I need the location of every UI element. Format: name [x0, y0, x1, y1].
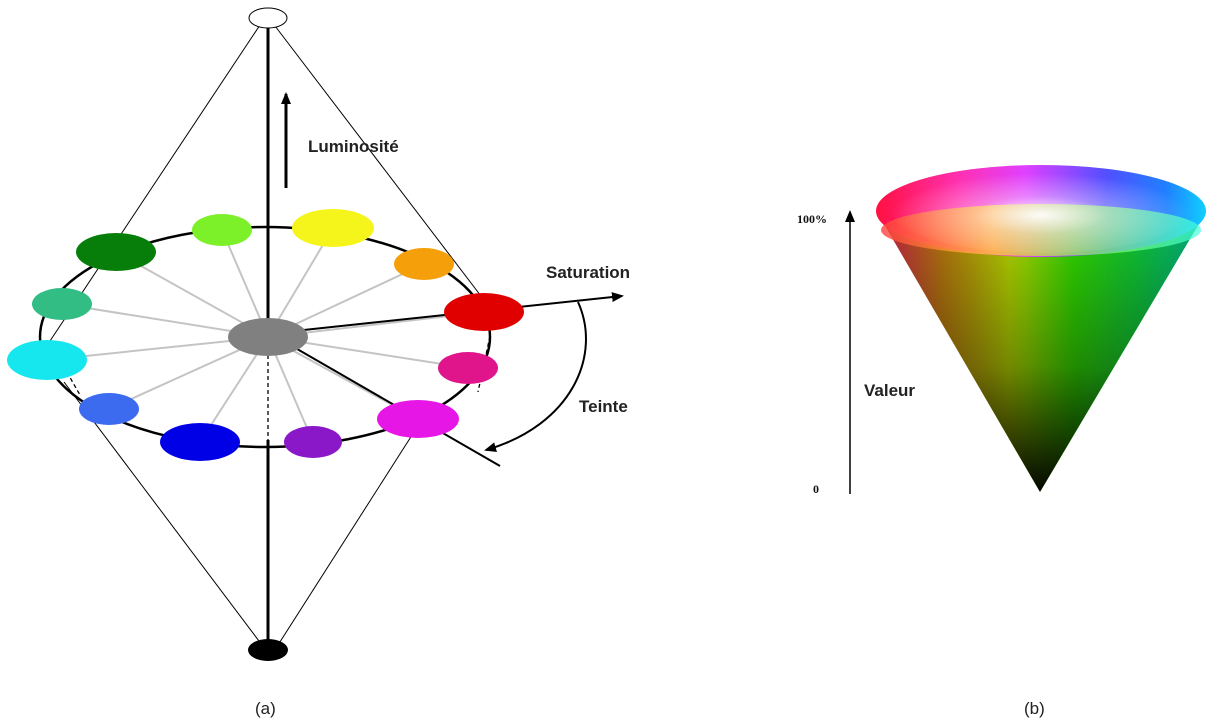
center-gray-swatch [228, 318, 308, 356]
caption-a: (a) [255, 699, 276, 718]
saturation-label: Saturation [546, 263, 630, 282]
cone-body-side-shade [877, 212, 1206, 492]
magenta-red-swatch [438, 352, 498, 384]
cone-cap-white-center [891, 169, 1191, 253]
caption-b: (b) [1024, 699, 1045, 718]
tick-100-percent: 100% [797, 212, 827, 226]
orange-swatch [394, 248, 454, 280]
bottom-apex-black [248, 639, 288, 661]
green-swatch [76, 233, 156, 271]
value-axis-label: Valeur [864, 381, 915, 400]
hue-arrow [484, 301, 587, 453]
blue-swatch [160, 423, 240, 461]
hsv-cone [876, 165, 1206, 492]
panel-a: Luminosité Saturation Teinte (a) [7, 7, 630, 718]
hue-swatches [7, 209, 524, 461]
yellow-swatch [292, 209, 374, 247]
top-apex-white [248, 7, 288, 29]
sea-green-swatch [32, 288, 92, 320]
cyan-swatch [7, 340, 87, 380]
tick-zero: 0 [813, 482, 819, 496]
light-blue-swatch [79, 393, 139, 425]
luminosity-label: Luminosité [308, 137, 399, 156]
red-swatch [444, 293, 524, 331]
panel-b: 100% 0 Valeur (b) [797, 165, 1206, 718]
purple-swatch [284, 426, 342, 458]
magenta-swatch [377, 400, 459, 438]
hue-label: Teinte [579, 397, 628, 416]
light-green-swatch [192, 214, 252, 246]
diagonal-line [284, 341, 501, 467]
